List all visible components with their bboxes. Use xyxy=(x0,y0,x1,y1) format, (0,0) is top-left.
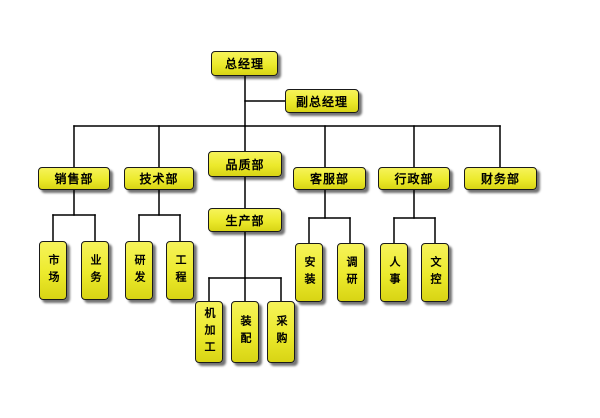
node-label: 销售部 xyxy=(54,172,94,186)
node-unit-survey: 调研 xyxy=(337,243,365,302)
node-admin-dept: 行政部 xyxy=(378,167,450,190)
node-service-dept: 客服部 xyxy=(293,167,366,190)
node-label: 行政部 xyxy=(394,172,434,186)
node-label: 客服部 xyxy=(309,172,349,186)
node-label: 副总经理 xyxy=(295,94,348,109)
node-tech-dept: 技术部 xyxy=(124,167,194,190)
node-unit-engineering: 工程 xyxy=(166,241,194,300)
node-unit-market: 市场 xyxy=(39,241,67,300)
node-label: 技术部 xyxy=(139,172,179,186)
node-label: 文控 xyxy=(429,255,442,290)
node-label: 财务部 xyxy=(480,172,520,186)
node-label: 调研 xyxy=(345,255,358,290)
node-unit-document-control: 文控 xyxy=(421,243,449,302)
node-unit-business: 业务 xyxy=(81,241,109,300)
node-unit-machining: 机加工 xyxy=(195,301,223,363)
node-unit-research: 研发 xyxy=(125,241,153,300)
node-unit-hr: 人事 xyxy=(380,243,408,302)
node-label: 机加工 xyxy=(203,306,216,358)
node-label: 品质部 xyxy=(225,157,265,172)
node-sales-dept: 销售部 xyxy=(38,167,110,190)
node-label: 安装 xyxy=(303,255,316,290)
node-label: 业务 xyxy=(89,253,102,288)
node-label: 市场 xyxy=(47,253,60,288)
node-unit-install: 安装 xyxy=(295,243,323,302)
node-unit-assembly: 装配 xyxy=(231,301,259,363)
node-label: 工程 xyxy=(174,253,187,288)
node-deputy-general-manager: 副总经理 xyxy=(285,89,359,113)
node-general-manager: 总经理 xyxy=(211,51,278,76)
node-quality-dept: 品质部 xyxy=(208,151,282,177)
node-production-dept: 生产部 xyxy=(208,208,282,232)
node-unit-purchasing: 采购 xyxy=(267,301,295,363)
node-finance-dept: 财务部 xyxy=(464,167,537,190)
node-label: 采购 xyxy=(275,315,288,349)
node-label: 装配 xyxy=(239,315,252,349)
node-label: 总经理 xyxy=(224,57,264,71)
node-label: 人事 xyxy=(388,255,401,290)
node-label: 生产部 xyxy=(225,213,265,228)
node-label: 研发 xyxy=(133,253,146,288)
